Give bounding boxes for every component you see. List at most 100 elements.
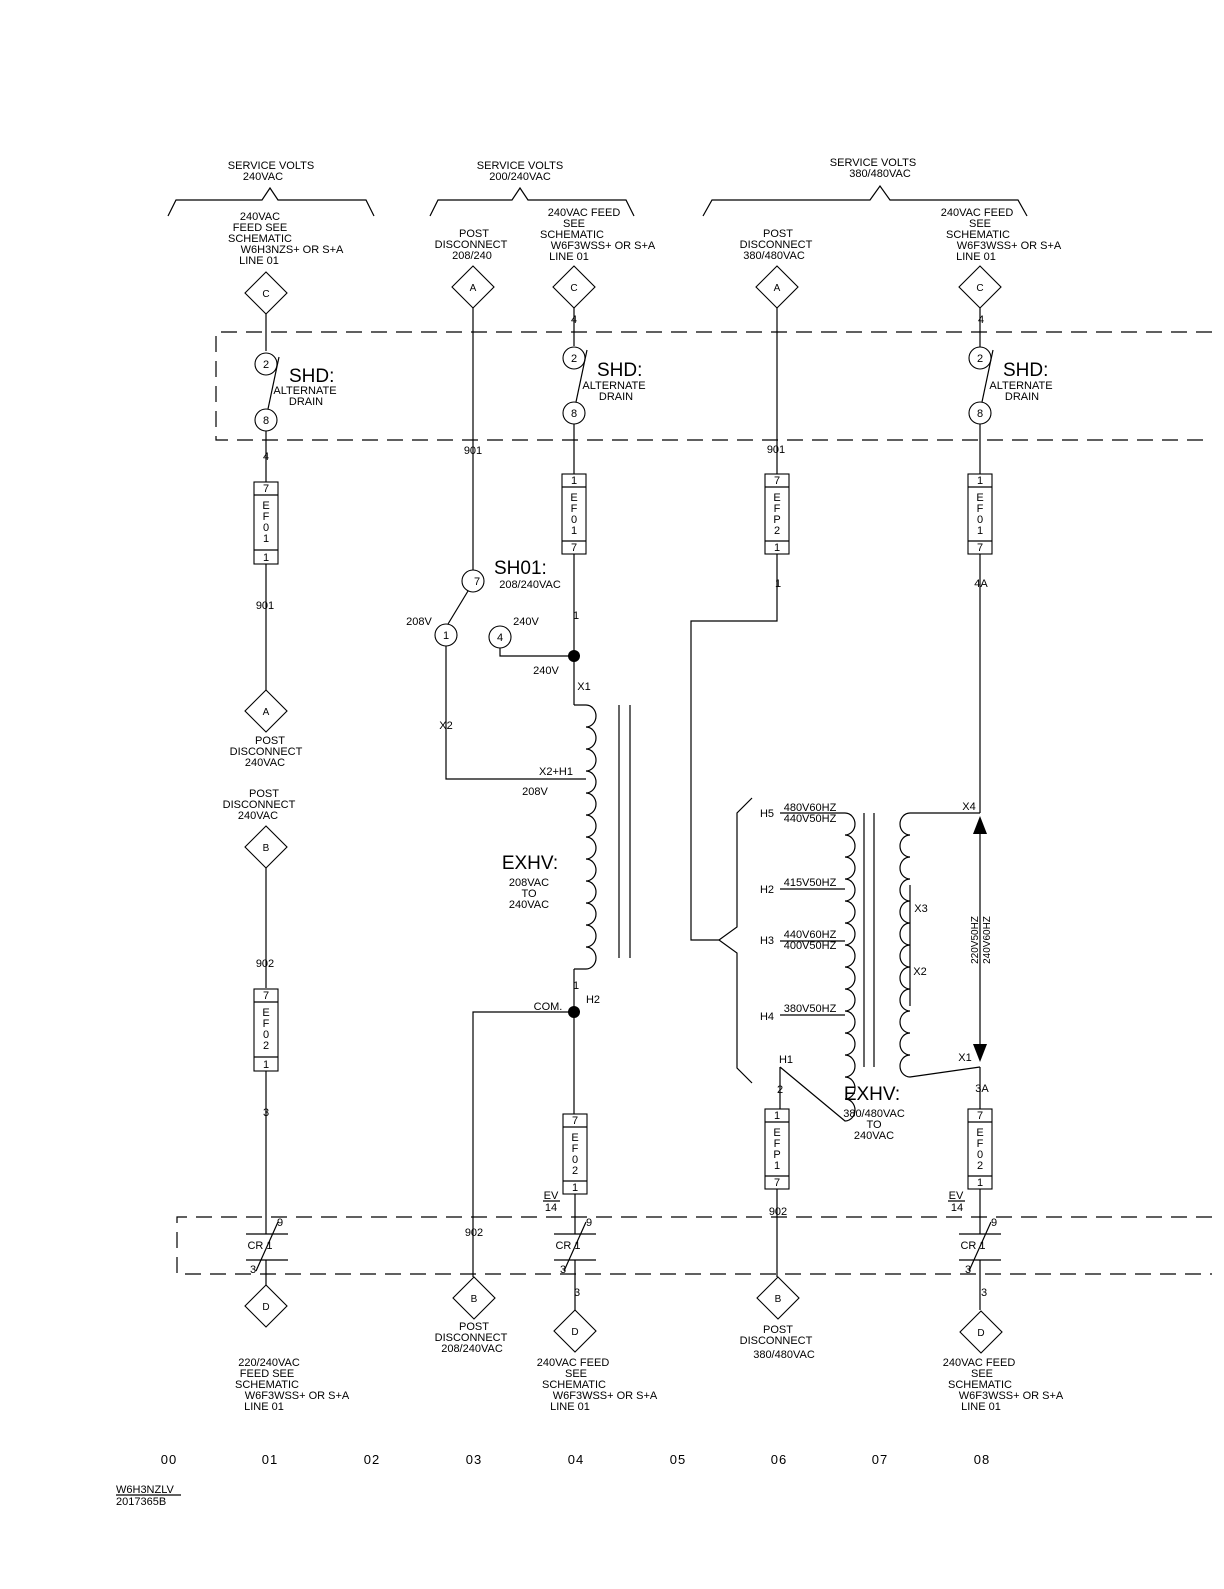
wire-label: 902 <box>256 958 274 970</box>
svg-text:COM.: COM. <box>534 1001 563 1013</box>
svg-text:8: 8 <box>977 408 983 420</box>
svg-text:440V60HZ: 440V60HZ <box>784 929 837 941</box>
relay-contact-cr1: CR 1 9 3 EV 14 <box>543 1190 596 1276</box>
column-number: 03 <box>466 1452 482 1467</box>
svg-text:SEE: SEE <box>969 218 991 230</box>
svg-text:EV: EV <box>949 1190 964 1202</box>
svg-text:ALTERNATE: ALTERNATE <box>989 380 1052 392</box>
svg-text:3: 3 <box>560 1264 566 1276</box>
svg-text:DISCONNECT: DISCONNECT <box>740 1335 813 1347</box>
column-number: 04 <box>568 1452 584 1467</box>
svg-text:LINE 01: LINE 01 <box>549 251 589 263</box>
svg-text:1: 1 <box>263 533 269 545</box>
svg-text:POST: POST <box>459 228 489 240</box>
svg-text:D: D <box>571 1327 578 1338</box>
svg-text:FEED SEE: FEED SEE <box>240 1368 294 1380</box>
connector-a: A <box>755 265 799 309</box>
svg-text:1: 1 <box>263 1059 269 1071</box>
column-number: 08 <box>974 1452 990 1467</box>
svg-text:208V: 208V <box>406 616 432 628</box>
connector-b: B <box>244 825 288 869</box>
svg-text:EXHV:: EXHV: <box>502 853 558 874</box>
column-number: 07 <box>872 1452 888 1467</box>
svg-text:LINE 01: LINE 01 <box>550 1401 590 1413</box>
svg-text:240VAC: 240VAC <box>509 899 549 911</box>
svg-text:POST: POST <box>249 788 279 800</box>
svg-text:F: F <box>263 511 270 523</box>
svg-text:D: D <box>262 1302 269 1313</box>
svg-text:1: 1 <box>443 630 449 642</box>
svg-text:DISCONNECT: DISCONNECT <box>740 239 813 251</box>
service-volts-group-200-240: SERVICE VOLTS 200/240VAC <box>429 160 635 217</box>
svg-text:SCHEMATIC: SCHEMATIC <box>946 229 1010 241</box>
svg-text:E: E <box>262 1007 269 1019</box>
drawing-id: W6H3NZLV <box>116 1484 175 1496</box>
svg-text:415V50HZ: 415V50HZ <box>784 877 837 889</box>
svg-text:SCHEMATIC: SCHEMATIC <box>542 1379 606 1391</box>
svg-text:1: 1 <box>977 525 983 537</box>
svg-text:7: 7 <box>977 1110 983 1122</box>
svg-text:E: E <box>262 500 269 512</box>
svg-text:0: 0 <box>977 514 983 526</box>
svg-text:TO: TO <box>521 888 537 900</box>
svg-text:SHD:: SHD: <box>597 360 642 381</box>
svg-text:240V60HZ: 240V60HZ <box>982 916 993 964</box>
svg-text:TO: TO <box>866 1119 882 1131</box>
fuse-efp2: 7 E F P 2 1 <box>764 473 790 555</box>
svg-text:SH01:: SH01: <box>494 558 547 579</box>
svg-text:400V50HZ: 400V50HZ <box>784 940 837 952</box>
svg-text:14: 14 <box>545 1202 557 1214</box>
column-number: 01 <box>262 1452 278 1467</box>
svg-text:X1: X1 <box>577 681 590 693</box>
svg-text:1: 1 <box>263 552 269 564</box>
svg-text:208VAC: 208VAC <box>509 877 549 889</box>
svg-text:1: 1 <box>571 475 577 487</box>
connector-d: D <box>244 1284 288 1328</box>
svg-text:8: 8 <box>571 408 577 420</box>
svg-text:240VAC: 240VAC <box>245 757 285 769</box>
fuse-ef02: 7 E F 0 2 1 <box>967 1108 993 1190</box>
svg-text:220V50HZ: 220V50HZ <box>970 916 981 964</box>
svg-text:14: 14 <box>951 1202 963 1214</box>
svg-text:380V50HZ: 380V50HZ <box>784 1003 837 1015</box>
svg-text:P: P <box>773 1149 780 1161</box>
svg-text:DISCONNECT: DISCONNECT <box>435 1332 508 1344</box>
svg-text:W6F3WSS+ OR S+A: W6F3WSS+ OR S+A <box>245 1390 350 1402</box>
feed-text-col01-top: 240VAC FEED SEE SCHEMATIC W6H3NZS+ OR S+… <box>228 211 344 267</box>
svg-text:2: 2 <box>774 525 780 537</box>
svg-text:SEE: SEE <box>565 1368 587 1380</box>
transformer-exhv-208-240: X2+H1 208V EXHV: 208VAC TO 240VAC <box>502 704 631 970</box>
svg-text:SCHEMATIC: SCHEMATIC <box>228 233 292 245</box>
svg-text:0: 0 <box>977 1149 983 1161</box>
fuse-ef02: 7 E F 0 2 1 <box>253 988 279 1072</box>
connector-d: D <box>553 1309 597 1353</box>
group-title: SERVICE VOLTS <box>830 157 916 169</box>
svg-text:E: E <box>773 492 780 504</box>
svg-text:F: F <box>263 1018 270 1030</box>
connector-b: B <box>452 1276 496 1320</box>
connector-a: A <box>451 265 495 309</box>
junction-dot <box>568 650 580 662</box>
svg-text:7: 7 <box>571 542 577 554</box>
svg-text:CR 1: CR 1 <box>555 1240 580 1252</box>
svg-text:DISCONNECT: DISCONNECT <box>435 239 508 251</box>
svg-text:1: 1 <box>977 475 983 487</box>
svg-text:CR 1: CR 1 <box>960 1240 985 1252</box>
svg-text:7: 7 <box>774 1177 780 1189</box>
feed-text-col08-top: 240VAC FEED SEE SCHEMATIC W6F3WSS+ OR S+… <box>941 207 1062 263</box>
svg-text:D: D <box>977 1328 984 1339</box>
wire-label: 2 <box>777 1084 783 1096</box>
svg-text:X3: X3 <box>914 903 927 915</box>
svg-text:EV: EV <box>544 1190 559 1202</box>
relay-contact-cr1: CR 1 9 3 EV 14 <box>948 1190 1001 1276</box>
relay-contact-cr1: CR 1 9 3 <box>246 1217 288 1276</box>
svg-text:W6F3WSS+ OR S+A: W6F3WSS+ OR S+A <box>959 1390 1064 1402</box>
svg-text:F: F <box>774 1138 781 1150</box>
group-brace <box>702 184 1028 217</box>
svg-text:H2: H2 <box>586 994 600 1006</box>
column-number: 00 <box>161 1452 177 1467</box>
relay-boundary-bottom <box>176 1216 1212 1275</box>
svg-text:E: E <box>773 1127 780 1139</box>
